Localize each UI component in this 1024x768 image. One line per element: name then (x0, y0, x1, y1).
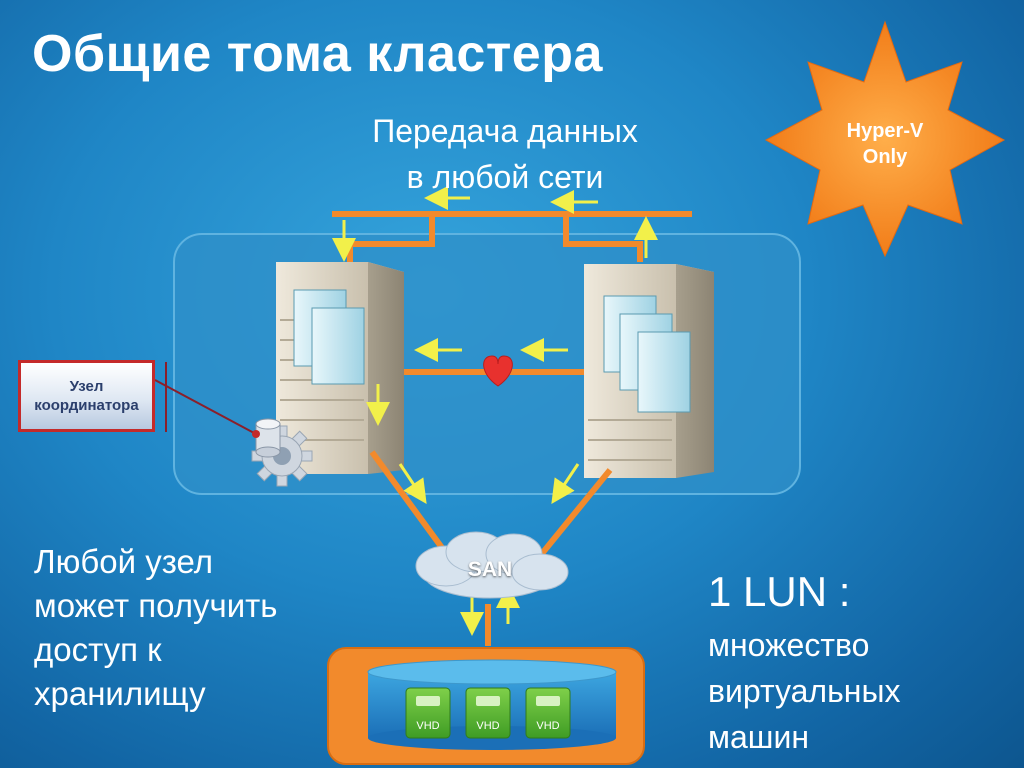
lun-caption-line: множество (708, 627, 870, 663)
san-label: SAN (467, 558, 513, 581)
badge-line: Hyper-V (846, 120, 924, 142)
disk-icon (405, 687, 451, 739)
network-arrows (332, 186, 658, 262)
hyper-v-badge: Hyper-V Only (830, 118, 940, 170)
san-arrows (398, 463, 580, 636)
lun-title: 1 LUN : (708, 568, 851, 615)
network-caption-line: Передача данных (372, 113, 638, 149)
coordinator-label-line: координатора (34, 397, 139, 414)
hyper-v-starburst (764, 20, 1006, 258)
vhd-label: VHD (536, 720, 560, 732)
vm-stack-icon (603, 295, 691, 413)
lun-caption-line: машин (708, 719, 810, 755)
coordinator-connector (154, 379, 257, 435)
database-icon (252, 418, 281, 458)
access-caption-line: Любой узел (34, 543, 214, 580)
cloud-icon (415, 531, 569, 599)
vm-stack-icon (293, 289, 365, 385)
badge-line: Only (862, 146, 908, 168)
disk-icon (465, 687, 511, 739)
vhd-label: VHD (476, 720, 500, 732)
lun-caption: множество виртуальных машин (708, 622, 1008, 760)
coordinator-label-line: Узел (69, 378, 104, 395)
access-caption-line: доступ к (34, 631, 162, 668)
access-caption: Любой узел может получить доступ к храни… (34, 540, 334, 716)
page-title: Общие тома кластера (32, 25, 603, 83)
san-links (369, 450, 613, 646)
access-caption-line: хранилищу (34, 675, 206, 712)
network-caption: Передача данных в любой сети (300, 108, 710, 200)
lun-caption-line: виртуальных (708, 673, 901, 709)
access-caption-line: может получить (34, 587, 278, 624)
coordinator-node-box: Узел координатора (18, 360, 155, 432)
heart-icon (483, 355, 513, 387)
vhd-label: VHD (416, 720, 440, 732)
disk-icon (525, 687, 571, 739)
heartbeat-arrows (366, 338, 568, 426)
network-caption-line: в любой сети (406, 159, 604, 195)
